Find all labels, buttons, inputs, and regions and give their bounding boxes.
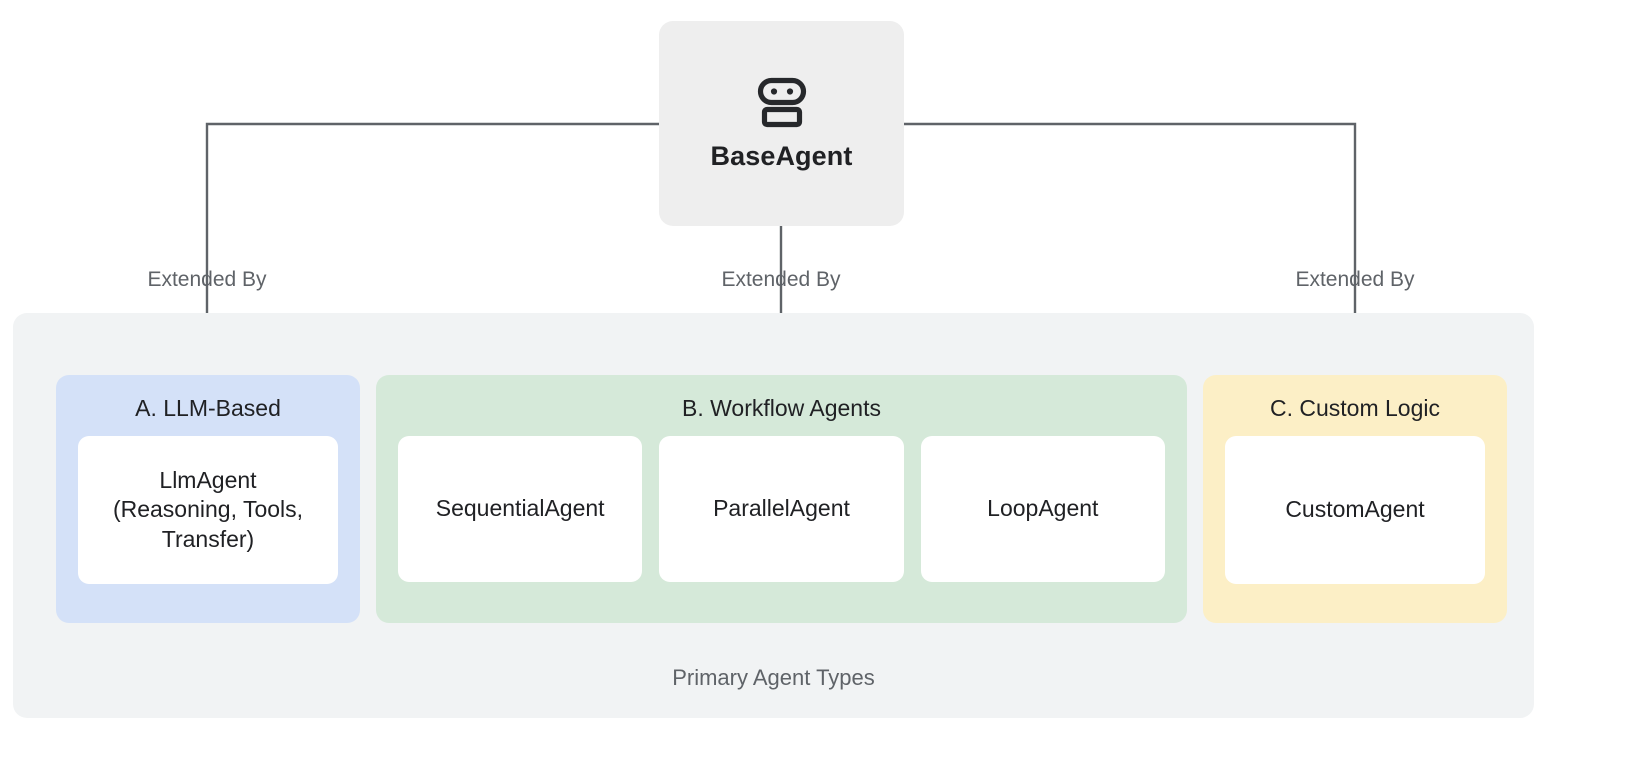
group-caption: Primary Agent Types [672,665,875,690]
panel-workflow-agents-cards: SequentialAgent ParallelAgent LoopAgent [376,436,1187,582]
node-base-agent[interactable]: BaseAgent [659,21,904,226]
panel-custom-logic-title: C. Custom Logic [1269,395,1440,421]
card-parallel-agent[interactable]: ParallelAgent [659,436,904,582]
edge-label-right: Extended By [1295,268,1415,291]
panel-workflow-agents[interactable]: B. Workflow Agents SequentialAgent Paral… [376,375,1187,623]
panel-llm-based[interactable]: A. LLM-Based LlmAgent(Reasoning, Tools,T… [56,375,360,623]
panel-workflow-agents-title: B. Workflow Agents [682,395,881,421]
panel-custom-logic-cards: CustomAgent [1203,436,1507,584]
card-llm-agent[interactable]: LlmAgent(Reasoning, Tools,Transfer) [78,436,338,584]
card-loop-agent[interactable]: LoopAgent [920,436,1165,582]
edge-label-left: Extended By [147,268,267,291]
panel-custom-logic[interactable]: C. Custom Logic CustomAgent [1203,375,1507,623]
edge-label-center: Extended By [721,268,841,291]
robot-icon [757,77,806,128]
card-sequential-agent[interactable]: SequentialAgent [398,436,643,582]
panel-llm-based-cards: LlmAgent(Reasoning, Tools,Transfer) [56,436,360,584]
panel-llm-based-title: A. LLM-Based [135,395,281,421]
node-base-agent-label: BaseAgent [710,141,853,171]
card-custom-agent[interactable]: CustomAgent [1225,436,1485,584]
